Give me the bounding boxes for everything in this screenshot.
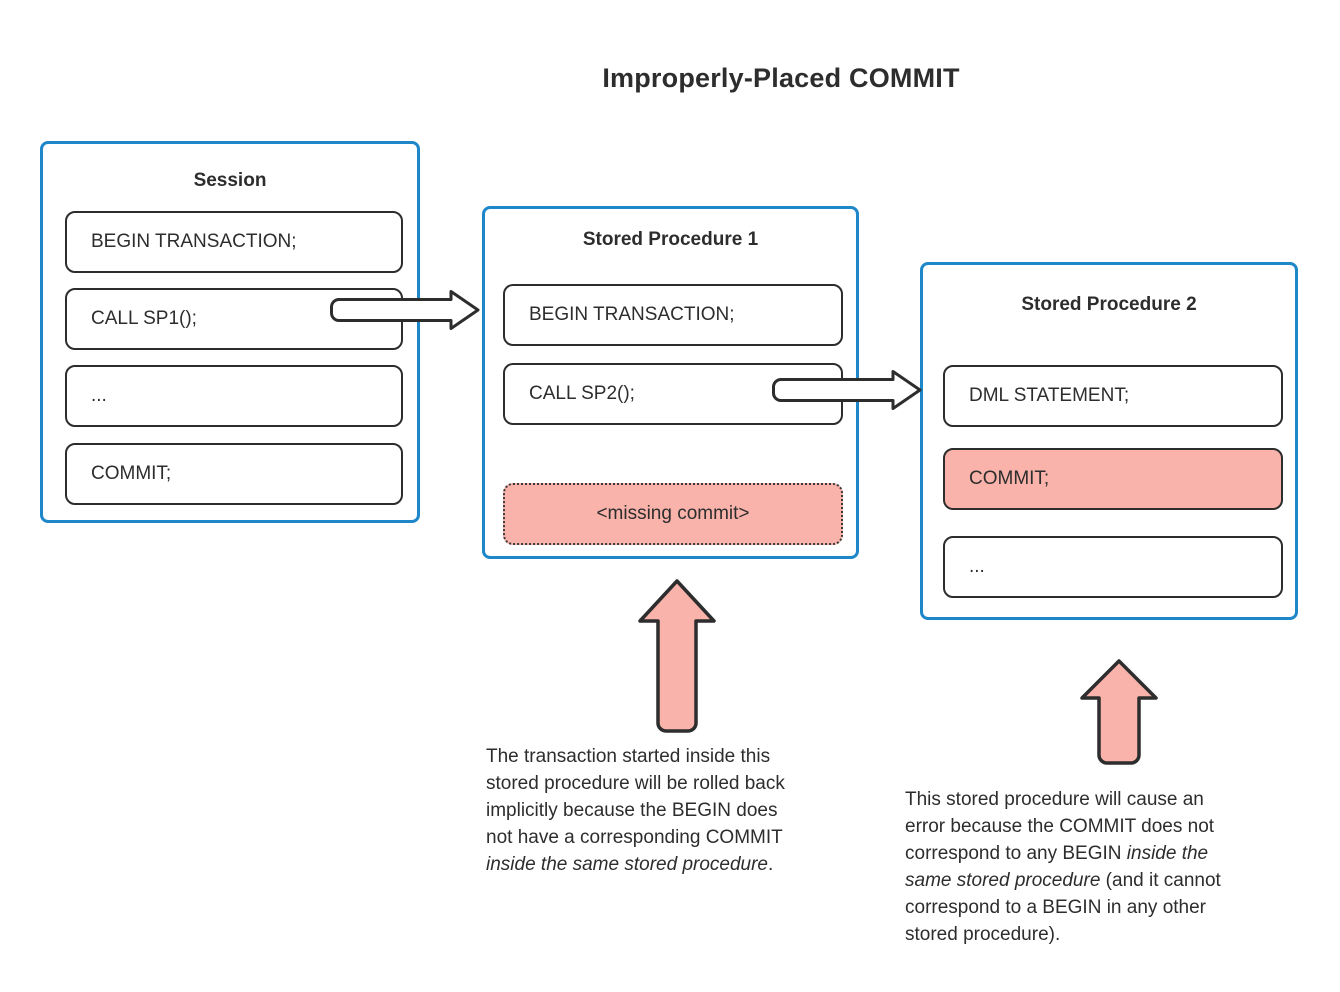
error-up-arrow-icon (1080, 659, 1158, 765)
rollback-note: The transaction started inside this stor… (486, 743, 785, 878)
statement-commit-error: COMMIT; (943, 448, 1283, 510)
statement-dml: DML STATEMENT; (943, 365, 1283, 427)
note-line: error because the COMMIT does not (905, 816, 1215, 837)
note-line: stored procedure). (905, 924, 1061, 945)
session-title: Session (193, 170, 267, 191)
note-line: not have a corresponding COMMIT (486, 827, 783, 848)
session-box: Session BEGIN TRANSACTION; CALL SP1(); .… (40, 141, 420, 523)
note-line: same stored procedure (and it cannot (905, 870, 1221, 891)
note-line: inside the same stored procedure. (486, 854, 774, 875)
missing-commit-placeholder: <missing commit> (503, 483, 843, 545)
statement-call-sp1: CALL SP1(); (65, 288, 403, 350)
statement-commit: COMMIT; (65, 443, 403, 505)
statement-ellipsis: ... (943, 536, 1283, 598)
stored-procedure-2-box: Stored Procedure 2 DML STATEMENT; COMMIT… (920, 262, 1298, 620)
stored-procedure-2-title: Stored Procedure 2 (1021, 294, 1197, 315)
note-line: stored procedure will be rolled back (486, 773, 785, 794)
call-sp1-arrow-icon (330, 290, 480, 330)
call-sp2-arrow-icon (772, 370, 922, 410)
note-line: The transaction started inside this (486, 746, 771, 767)
statement-begin-transaction: BEGIN TRANSACTION; (503, 284, 843, 346)
diagram-title: Improperly-Placed COMMIT (602, 63, 960, 93)
rollback-up-arrow-icon (638, 579, 716, 733)
note-line: implicitly because the BEGIN does (486, 800, 778, 821)
note-line: This stored procedure will cause an (905, 789, 1204, 810)
stored-procedure-1-title: Stored Procedure 1 (582, 229, 759, 250)
statement-ellipsis: ... (65, 365, 403, 427)
statement-begin-transaction: BEGIN TRANSACTION; (65, 211, 403, 273)
error-note: This stored procedure will cause an erro… (905, 786, 1221, 948)
note-line: correspond to a BEGIN in any other (905, 897, 1206, 918)
note-line: correspond to any BEGIN inside the (905, 843, 1209, 864)
